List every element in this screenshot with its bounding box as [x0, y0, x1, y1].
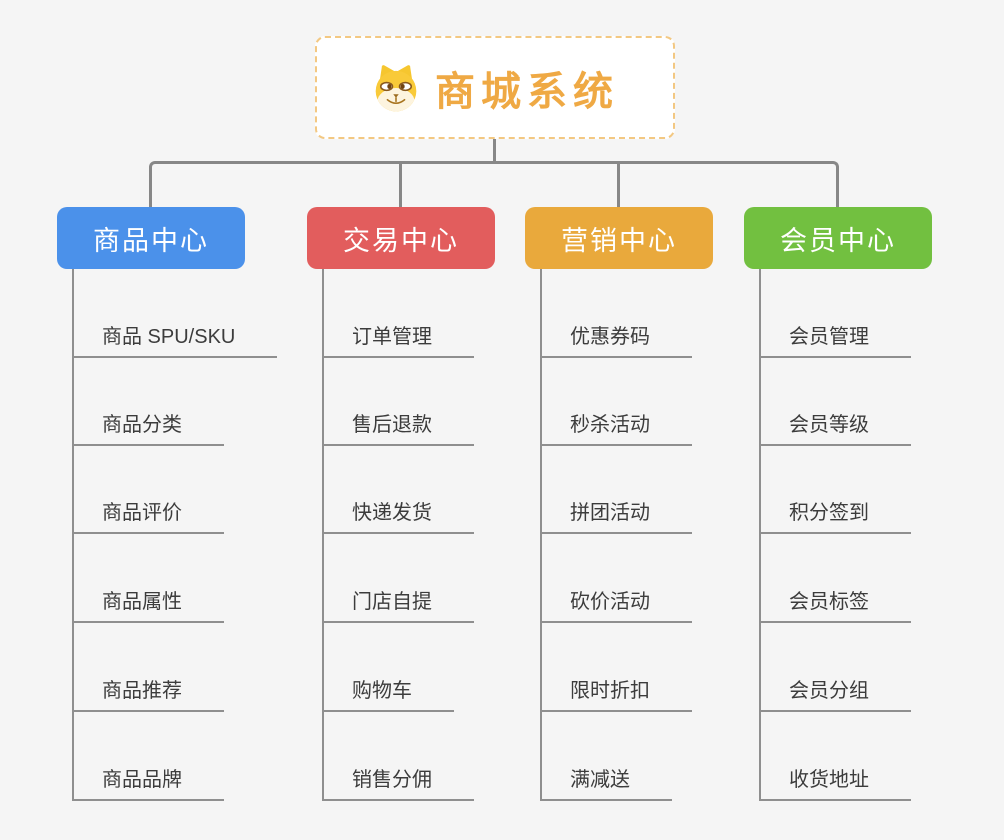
- trunk-connector-member-center: [759, 269, 761, 801]
- trunk-connector-trade-center: [322, 269, 324, 801]
- leaf-topic[interactable]: 拼团活动: [540, 502, 692, 534]
- connector-drop-trade-center: [399, 161, 402, 207]
- branch-topic-marketing-center[interactable]: 营销中心: [525, 207, 713, 269]
- branch-topic-member-center[interactable]: 会员中心: [744, 207, 932, 269]
- leaf-topic[interactable]: 快递发货: [322, 502, 474, 534]
- leaf-topic[interactable]: 会员等级: [759, 414, 911, 446]
- leaf-topic[interactable]: 商品分类: [72, 414, 224, 446]
- leaf-topic[interactable]: 商品品牌: [72, 769, 224, 801]
- leaf-topic[interactable]: 商品评价: [72, 502, 224, 534]
- branch-connector-bus: [149, 161, 839, 207]
- leaf-topic[interactable]: 秒杀活动: [540, 414, 692, 446]
- leaf-topic[interactable]: 销售分佣: [322, 769, 474, 801]
- leaf-topic[interactable]: 满减送: [540, 769, 672, 801]
- leaf-topic[interactable]: 会员管理: [759, 326, 911, 358]
- root-topic-title: 商城系统: [435, 69, 619, 114]
- leaf-topic[interactable]: 购物车: [322, 680, 454, 712]
- root-connector-stem: [493, 139, 496, 163]
- leaf-topic[interactable]: 订单管理: [322, 326, 474, 358]
- leaf-topic[interactable]: 会员分组: [759, 680, 911, 712]
- leaf-topic[interactable]: 商品推荐: [72, 680, 224, 712]
- leaf-topic[interactable]: 售后退款: [322, 414, 474, 446]
- root-topic[interactable]: 商城系统: [315, 36, 675, 139]
- leaf-topic[interactable]: 积分签到: [759, 502, 911, 534]
- leaf-topic[interactable]: 砍价活动: [540, 591, 692, 623]
- leaf-topic[interactable]: 优惠券码: [540, 326, 692, 358]
- branch-topic-product-center[interactable]: 商品中心: [57, 207, 245, 269]
- branch-topic-trade-center[interactable]: 交易中心: [307, 207, 495, 269]
- trunk-connector-marketing-center: [540, 269, 542, 801]
- doge-face-icon: [375, 64, 417, 111]
- trunk-connector-product-center: [72, 269, 74, 801]
- leaf-topic[interactable]: 商品 SPU/SKU: [72, 326, 278, 358]
- leaf-topic[interactable]: 收货地址: [759, 769, 911, 801]
- leaf-topic[interactable]: 门店自提: [322, 591, 474, 623]
- leaf-topic[interactable]: 商品属性: [72, 591, 224, 623]
- connector-drop-marketing-center: [617, 161, 620, 207]
- leaf-topic[interactable]: 限时折扣: [540, 680, 692, 712]
- leaf-topic[interactable]: 会员标签: [759, 591, 911, 623]
